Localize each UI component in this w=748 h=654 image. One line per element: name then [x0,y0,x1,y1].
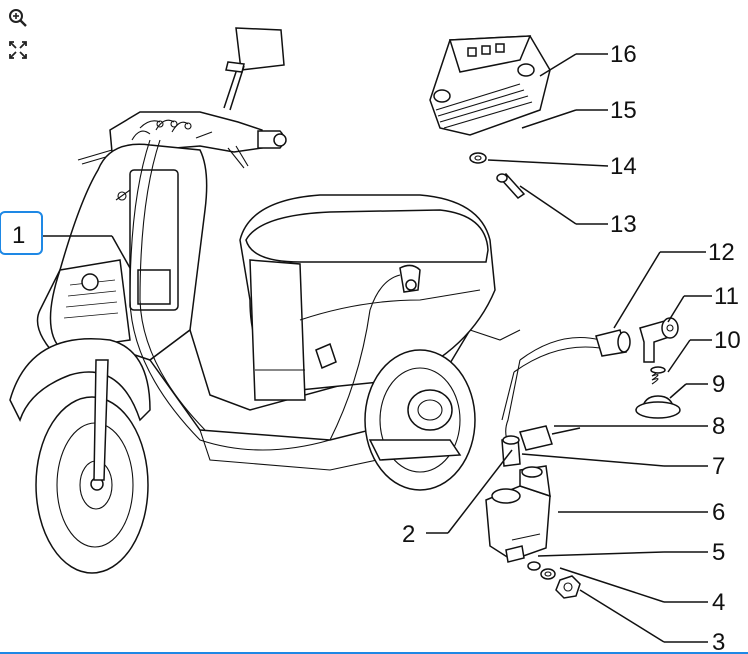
fullscreen-button[interactable] [4,38,32,62]
part-8-terminal [519,425,581,451]
callout-6[interactable]: 6 [712,499,725,526]
wiring-loom [129,139,401,451]
callout-3[interactable]: 3 [712,629,725,654]
part-10-spring [650,366,666,385]
rear-wheel [364,349,476,491]
handlebar [77,111,287,169]
callout-14[interactable]: 14 [610,153,637,180]
callout-5[interactable]: 5 [712,539,725,566]
callout-12[interactable]: 12 [708,239,735,266]
callout-8[interactable]: 8 [712,413,725,440]
callout-7[interactable]: 7 [712,453,725,480]
front-shield [36,143,208,361]
callout-13[interactable]: 13 [610,211,637,238]
bottom-divider [0,652,748,654]
part-9-boot [635,395,681,419]
viewer-toolbar [4,6,32,62]
callout-15[interactable]: 15 [610,97,637,124]
part-11-plug-cap [639,317,679,363]
part-13-screw [496,173,526,199]
zoom-in-button[interactable] [4,6,32,30]
leader-lines [42,53,712,643]
fullscreen-icon [9,41,27,59]
callout-4[interactable]: 4 [712,589,725,616]
mirror [223,27,285,111]
callout-16[interactable]: 16 [610,41,637,68]
callout-2[interactable]: 2 [402,521,415,548]
part-16-regulator [429,35,551,136]
rear-body [239,194,521,401]
part-14-washer [469,152,487,164]
callout-labels: 1 2 3 4 5 6 7 8 9 10 11 12 13 14 15 16 [12,41,741,654]
part-5-washer [527,561,541,571]
callout-1-highlight[interactable] [0,211,43,255]
callout-11[interactable]: 11 [714,283,739,310]
callout-10[interactable]: 10 [714,327,741,354]
scooter-drawing [9,27,521,574]
callout-1[interactable]: 1 [12,222,25,249]
part-4-washer [540,568,556,580]
callout-9[interactable]: 9 [712,371,725,398]
zoom-in-icon [9,9,27,27]
part-6-coil [485,465,551,563]
part-3-nut [555,575,581,599]
part-12-ht-cable [501,329,631,461]
front-wheel [9,338,151,574]
